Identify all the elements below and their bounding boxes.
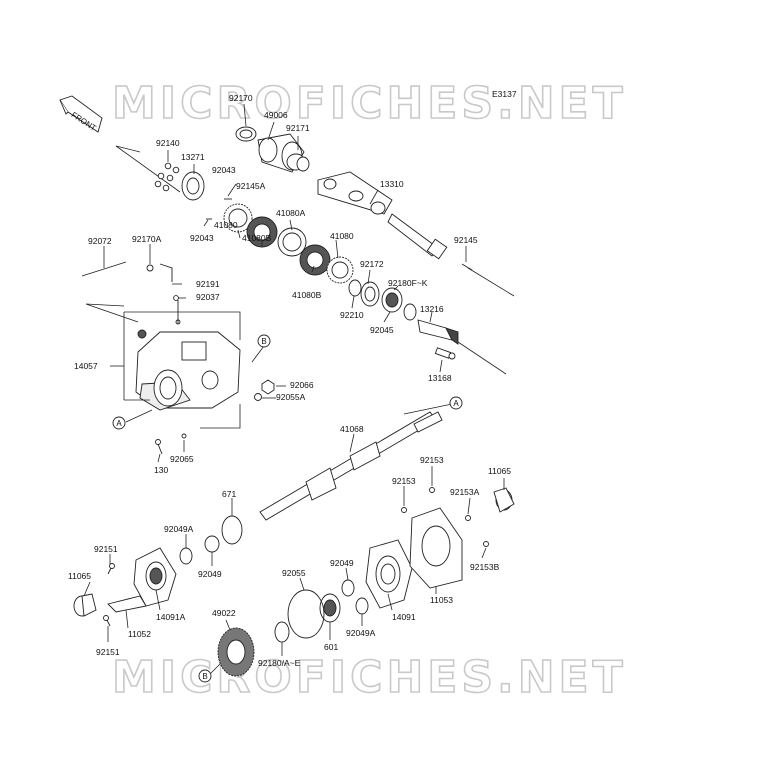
nut-92066 bbox=[261, 379, 275, 395]
oring-671 bbox=[221, 515, 243, 545]
cover-14091 bbox=[365, 539, 413, 609]
label-41080A: 41080A bbox=[276, 208, 306, 218]
seal-92049A-left bbox=[179, 547, 193, 565]
boot-assembly bbox=[235, 126, 310, 173]
label-92055A: 92055A bbox=[276, 392, 306, 402]
watermark-top: MICROFICHES.NET bbox=[112, 78, 627, 129]
label-92172: 92172 bbox=[360, 259, 384, 269]
label-92151-bottom: 92151 bbox=[96, 647, 120, 657]
label-92049A-left: 92049A bbox=[164, 524, 194, 534]
label-41080B-b: 41080B bbox=[292, 290, 322, 300]
label-92043-bottom: 92043 bbox=[190, 233, 214, 243]
label-92151-top: 92151 bbox=[94, 544, 118, 554]
callout-b-top: B bbox=[257, 334, 271, 348]
callout-a-left: A bbox=[112, 416, 126, 430]
label-92140: 92140 bbox=[156, 138, 180, 148]
plate-13271 bbox=[181, 171, 205, 201]
label-92180F-K: 92180F~K bbox=[388, 278, 428, 288]
front-arrow-icon: FRONT bbox=[59, 95, 103, 133]
svg-text:B: B bbox=[202, 672, 207, 681]
label-92055: 92055 bbox=[282, 568, 306, 578]
clutch-plate-41080A bbox=[277, 227, 307, 257]
seal-92049-left bbox=[204, 535, 220, 553]
diagram-code: E3137 bbox=[492, 89, 517, 99]
pinion-13216 bbox=[417, 319, 459, 345]
drive-shaft-41068 bbox=[259, 411, 443, 521]
label-41068: 41068 bbox=[340, 424, 364, 434]
part-labels: 92170 49006 92171 92140 13271 92043 9214… bbox=[68, 93, 511, 668]
label-41080B-a: 41080B bbox=[242, 233, 272, 243]
label-13310: 13310 bbox=[380, 179, 404, 189]
seal-set bbox=[348, 279, 417, 321]
label-13168: 13168 bbox=[428, 373, 452, 383]
label-92049A-right: 92049A bbox=[346, 628, 376, 638]
label-92191: 92191 bbox=[196, 279, 220, 289]
label-601: 601 bbox=[324, 642, 338, 652]
label-14057: 14057 bbox=[74, 361, 98, 371]
label-11065-right: 11065 bbox=[488, 466, 511, 476]
label-92153A: 92153A bbox=[450, 487, 480, 497]
label-92145A: 92145A bbox=[236, 181, 266, 191]
bolt-13168 bbox=[434, 347, 456, 360]
label-92153-mid: 92153 bbox=[392, 476, 416, 486]
label-130: 130 bbox=[154, 465, 168, 475]
label-92043-top: 92043 bbox=[212, 165, 236, 175]
bolt-cluster-92140 bbox=[154, 162, 180, 192]
leader-lines bbox=[83, 103, 505, 675]
label-14091: 14091 bbox=[392, 612, 416, 622]
label-92153B: 92153B bbox=[470, 562, 500, 572]
label-92065: 92065 bbox=[170, 454, 194, 464]
label-92170: 92170 bbox=[229, 93, 253, 103]
ring-gear-49022 bbox=[217, 627, 255, 677]
oring-92055 bbox=[287, 589, 325, 639]
guard-11065-right bbox=[493, 487, 515, 513]
label-11053: 11053 bbox=[430, 595, 453, 605]
label-92037: 92037 bbox=[196, 292, 220, 302]
shim-92180 bbox=[274, 621, 290, 643]
label-92180-A-E: 92180/A~E bbox=[258, 658, 301, 668]
svg-text:A: A bbox=[453, 399, 459, 408]
clutch-plate-41080-b bbox=[326, 256, 354, 284]
clutch-plate-41080-a bbox=[223, 203, 253, 233]
label-11052: 11052 bbox=[128, 629, 151, 639]
label-41080-b: 41080 bbox=[330, 231, 354, 241]
watermark-bottom: MICROFICHES.NET bbox=[112, 652, 627, 703]
label-92170A: 92170A bbox=[132, 234, 162, 244]
label-92066: 92066 bbox=[290, 380, 314, 390]
seal-92049-right bbox=[341, 579, 355, 597]
label-13216: 13216 bbox=[420, 304, 444, 314]
propeller-shaft-13310 bbox=[317, 171, 448, 260]
label-92153-top: 92153 bbox=[420, 455, 444, 465]
label-92072: 92072 bbox=[88, 236, 112, 246]
callout-b-bottom: B bbox=[198, 669, 212, 683]
label-13271: 13271 bbox=[181, 152, 205, 162]
guard-11065-left bbox=[73, 593, 97, 617]
label-92171: 92171 bbox=[286, 123, 310, 133]
seal-92049A-right bbox=[355, 597, 369, 615]
plate-11053 bbox=[409, 507, 463, 589]
label-49022: 49022 bbox=[212, 608, 236, 618]
cover-14091A bbox=[133, 547, 177, 607]
label-41080-a: 41080 bbox=[214, 220, 238, 230]
label-14091A: 14091A bbox=[156, 612, 186, 622]
label-671: 671 bbox=[222, 489, 236, 499]
label-92045: 92045 bbox=[370, 325, 394, 335]
label-11065-left: 11065 bbox=[68, 571, 91, 581]
oring-92055A bbox=[254, 393, 262, 401]
svg-text:B: B bbox=[261, 337, 266, 346]
label-92145: 92145 bbox=[454, 235, 478, 245]
callout-a-right: A bbox=[449, 396, 463, 410]
label-92210: 92210 bbox=[340, 310, 364, 320]
label-49006: 49006 bbox=[264, 110, 288, 120]
friction-plate-41080B-b bbox=[299, 244, 331, 276]
svg-text:A: A bbox=[116, 419, 122, 428]
gear-case-14057 bbox=[135, 300, 241, 411]
label-92049-right: 92049 bbox=[330, 558, 354, 568]
label-92049-left: 92049 bbox=[198, 569, 222, 579]
bracket-11052 bbox=[107, 595, 147, 613]
